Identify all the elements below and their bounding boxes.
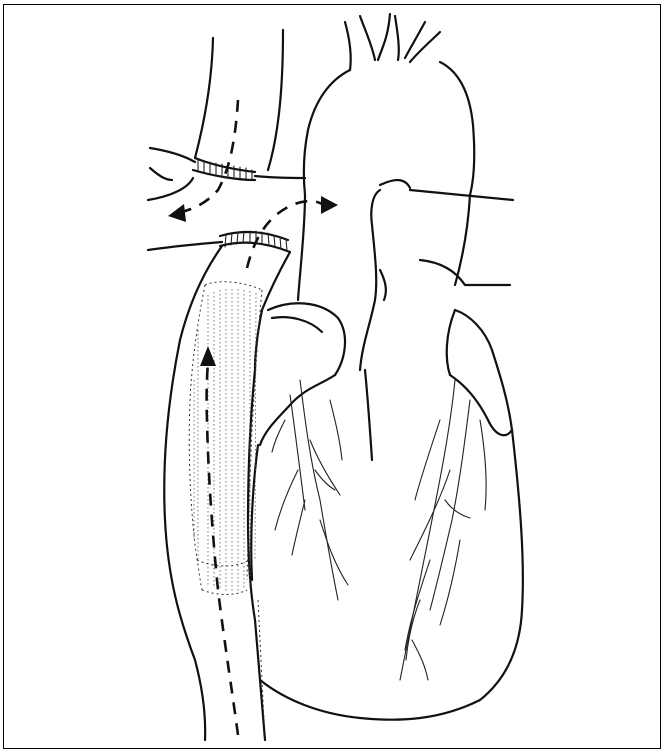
left-coronary-vessels [400, 380, 486, 680]
arrowhead-icon [321, 196, 338, 214]
right-atrial-appendage [260, 303, 345, 445]
flow-arrow-lower [200, 346, 238, 735]
aortic-arch [298, 14, 513, 300]
superior-vena-cava [195, 30, 283, 170]
upper-anastomosis-suture [193, 158, 255, 180]
heart-outline [251, 370, 523, 720]
left-atrial-appendage [447, 310, 512, 435]
pulmonary-trunk [360, 195, 510, 370]
arrowhead-icon [168, 204, 186, 222]
